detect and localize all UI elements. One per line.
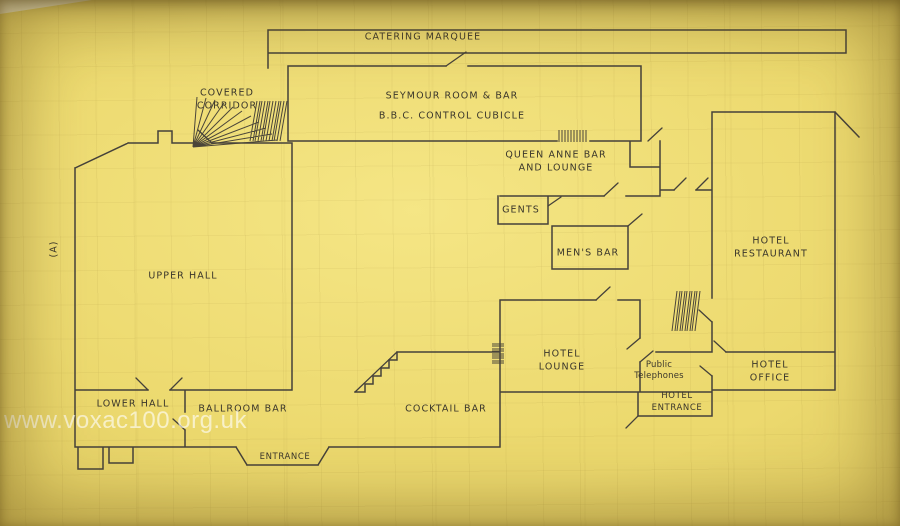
stair-hatch bbox=[671, 290, 701, 332]
tick-hatch bbox=[492, 343, 504, 364]
walls bbox=[74, 29, 861, 470]
label-entrance: ENTRANCE bbox=[259, 452, 311, 463]
watermark: www.voxac100.org.uk bbox=[4, 407, 247, 434]
label-ballroom-bar: BALLROOM BAR bbox=[198, 403, 288, 415]
label-hotel-office: HOTEL OFFICE bbox=[749, 359, 791, 384]
label-hotel-lounge: HOTEL LOUNGE bbox=[538, 348, 586, 373]
label-hotel-entrance: HOTEL ENTRANCE bbox=[651, 391, 703, 413]
label-annotation-a: (A) bbox=[48, 240, 60, 258]
covered-corridor-hatch bbox=[192, 96, 288, 148]
label-lower-hall: LOWER HALL bbox=[96, 398, 170, 410]
label-mens-bar: MEN'S BAR bbox=[556, 247, 620, 259]
label-seymour-room: SEYMOUR ROOM & BAR bbox=[385, 90, 519, 102]
label-queen-anne-bar: QUEEN ANNE BAR AND LOUNGE bbox=[505, 149, 607, 174]
label-covered-corridor: COVERED CORRIDOR bbox=[196, 87, 258, 112]
door-swings bbox=[135, 51, 727, 431]
label-upper-hall: UPPER HALL bbox=[148, 270, 218, 282]
doorway-hatch bbox=[558, 130, 587, 142]
label-public-telephones: Public Telephones bbox=[634, 359, 684, 381]
label-bbc-control: B.B.C. CONTROL CUBICLE bbox=[378, 110, 526, 122]
label-hotel-restaurant: HOTEL RESTAURANT bbox=[734, 235, 808, 260]
label-cocktail-bar: COCKTAIL BAR bbox=[405, 403, 487, 415]
label-gents: GENTS bbox=[502, 204, 540, 216]
label-catering-marquee: CATERING MARQUEE bbox=[364, 31, 482, 43]
